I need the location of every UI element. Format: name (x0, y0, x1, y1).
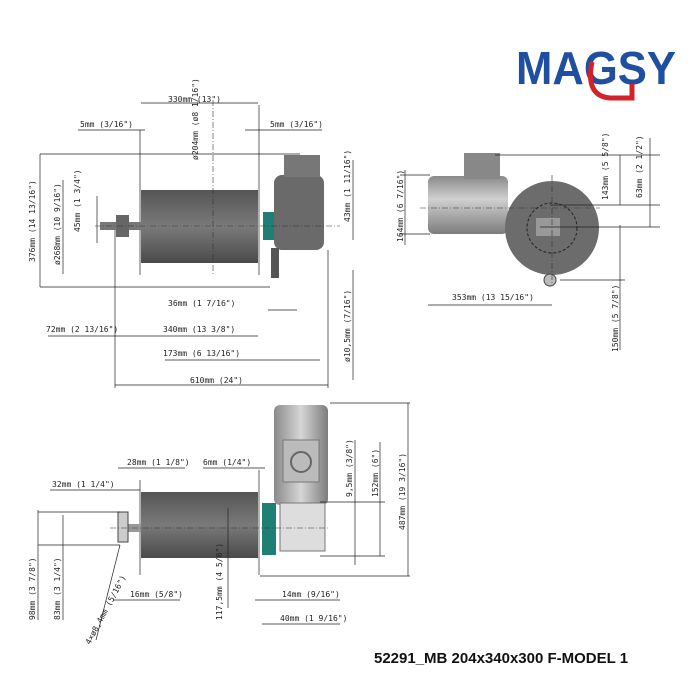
dim-45: 45mm (1 3/4") (73, 169, 82, 232)
dim-14: 14mm (9/16") (282, 590, 340, 599)
foot-bracket (271, 248, 279, 278)
dim-holes: 4×ø8,4mm (5/16") (84, 574, 128, 646)
side-view: 164mm (6 7/16") 143mm (5 5/8") 63mm (2 1… (396, 133, 660, 352)
gear-logo (290, 451, 312, 473)
dim-117-5: 117,5mm (4 5/8") (215, 543, 224, 620)
dim-28: 28mm (1 1/8") (127, 458, 190, 467)
dim-40: 40mm (1 9/16") (280, 614, 347, 623)
gearbox (279, 502, 326, 552)
top-view: 330mm (13") 5mm (3/16") 5mm (3/16") ø204… (28, 78, 354, 388)
front-view: 28mm (1 1/8") 6mm (1/4") 32mm (1 1/4") 9… (28, 402, 410, 646)
drum (141, 492, 258, 558)
dim-16: 16mm (5/8") (130, 590, 183, 599)
dim-5-right: 5mm (3/16") (270, 120, 323, 129)
dim-150: 150mm (5 7/8") (611, 285, 620, 352)
drum (141, 190, 258, 263)
dim-164: 164mm (6 7/16") (396, 170, 405, 242)
dim-6: 6mm (1/4") (203, 458, 251, 467)
dim-36: 36mm (1 7/16") (168, 299, 235, 308)
shaft (120, 524, 141, 532)
dim-330: 330mm (13") (168, 95, 221, 104)
dim-10-5: ø10,5mm (7/16") (343, 290, 352, 362)
dim-340: 340mm (13 3/8") (163, 325, 235, 334)
dim-268: ø268mm (10 9/16") (53, 183, 62, 265)
foot (543, 273, 557, 287)
dim-204: ø204mm (ø8 1/16") (191, 78, 200, 160)
dim-72: 72mm (2 13/16") (46, 325, 118, 334)
dim-9-5: 9,5mm (3/8") (345, 439, 354, 497)
motor-body (428, 176, 508, 234)
dim-376: 376mm (14 13/16") (28, 180, 37, 262)
dim-63: 63mm (2 1/2") (635, 135, 644, 198)
gear-motor (274, 175, 324, 250)
terminal-box (464, 153, 500, 179)
dim-5-left: 5mm (3/16") (80, 120, 133, 129)
svg-text:MAGSY: MAGSY (516, 42, 676, 94)
dim-32: 32mm (1 1/4") (52, 480, 115, 489)
coupling (262, 503, 276, 555)
dim-143: 143mm (5 5/8") (601, 133, 610, 200)
dim-353: 353mm (13 15/16") (452, 293, 534, 302)
dim-83: 83mm (3 1/4") (53, 557, 62, 620)
flange-plate (117, 511, 129, 543)
dim-152: 152mm (6") (371, 449, 380, 497)
terminal-box (284, 155, 320, 177)
magsy-logo: MAGSY (516, 42, 676, 101)
drawing-title: 52291_MB 204x340x300 F-MODEL 1 (374, 650, 629, 667)
dim-98: 98mm (3 7/8") (28, 557, 37, 620)
motor-plate (282, 439, 320, 483)
dim-610: 610mm (24") (190, 376, 243, 385)
dim-43: 43mm (1 11/16") (343, 150, 352, 222)
dim-487: 487mm (19 3/16") (398, 453, 407, 530)
dim-173: 173mm (6 13/16") (163, 349, 240, 358)
